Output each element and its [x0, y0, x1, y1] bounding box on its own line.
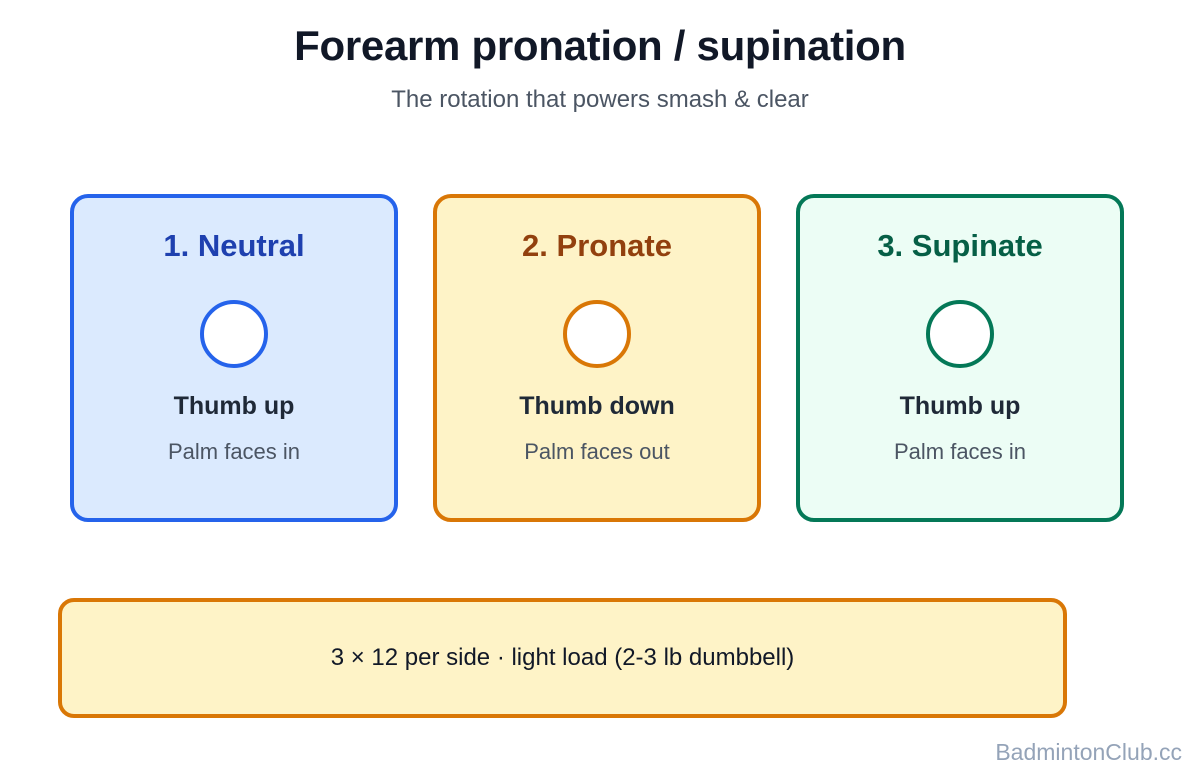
exercise-prescription-text: 3 × 12 per side · light load (2-3 lb dum… [330, 644, 795, 671]
card-main-label: Thumb up [173, 392, 295, 420]
card-title: 1. Neutral [163, 228, 305, 263]
hand-position-circle-icon [563, 300, 631, 368]
card-sub-label: Palm faces out [524, 439, 670, 464]
card-sub-label: Palm faces in [167, 439, 301, 464]
card-main-label: Thumb up [899, 392, 1021, 420]
card-pronate: 2. Pronate Thumb down Palm faces out [433, 194, 761, 522]
hand-position-circle-icon [200, 300, 268, 368]
exercise-prescription-box: 3 × 12 per side · light load (2-3 lb dum… [58, 598, 1067, 718]
page-title: Forearm pronation / supination [294, 22, 906, 69]
card-title: 2. Pronate [522, 228, 672, 263]
card-neutral: 1. Neutral Thumb up Palm faces in [70, 194, 398, 522]
card-supinate: 3. Supinate Thumb up Palm faces in [796, 194, 1124, 522]
card-main-label: Thumb down [519, 392, 675, 420]
card-title: 3. Supinate [877, 228, 1043, 263]
card-sub-label: Palm faces in [893, 439, 1027, 464]
site-watermark: BadmintonClub.cc [995, 739, 1182, 765]
hand-position-circle-icon [926, 300, 994, 368]
page-subtitle: The rotation that powers smash & clear [391, 86, 809, 113]
